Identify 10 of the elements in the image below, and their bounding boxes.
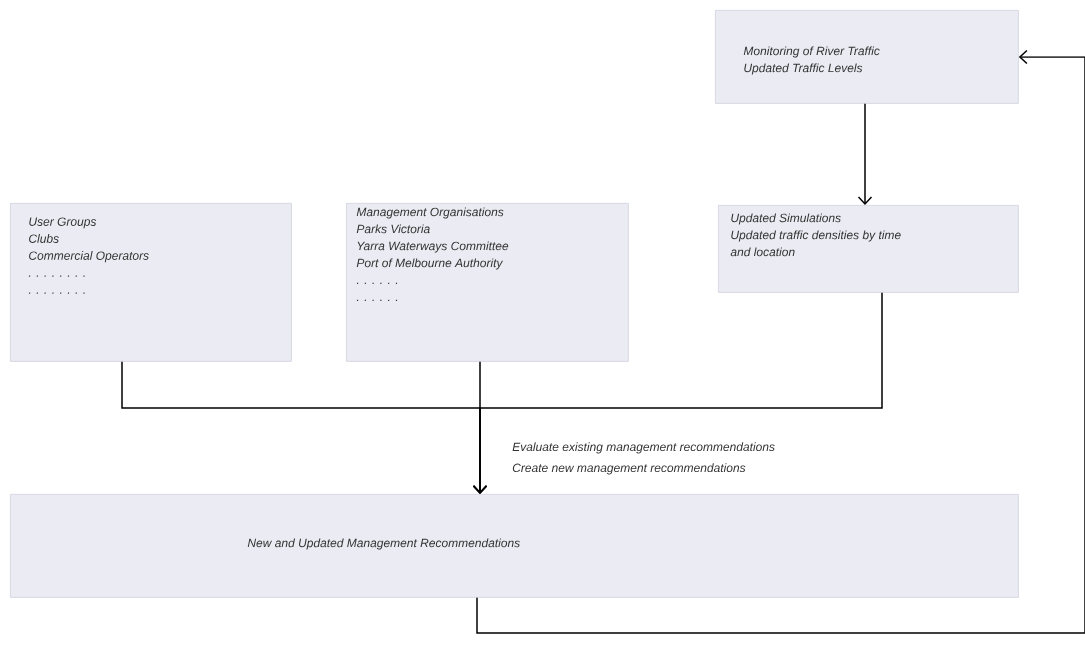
- text-box: User Groups Clubs Commercial Operators . . . . . . . . . . . . . . . .: [10, 203, 292, 362]
- text-box: Updated Simulations Updated traffic densities by time and location: [718, 205, 1019, 293]
- arrow: [472, 292, 883, 494]
- annotation-text: Evaluate existing management recommendations: [512, 442, 775, 454]
- annotation-text: Create new management recommendations: [512, 463, 746, 475]
- text-box: Management Organisations Parks Victoria Yarra Waterways Committee Port of Melbourne Authority . . . . . . . . . . . .: [346, 203, 629, 362]
- text-box: New and Updated Management Recommendations: [10, 494, 1019, 598]
- arrow: [857, 103, 873, 205]
- text-box: Monitoring of River Traffic Updated Traffic Levels: [715, 10, 1019, 104]
- arrow: [476, 49, 1085, 634]
